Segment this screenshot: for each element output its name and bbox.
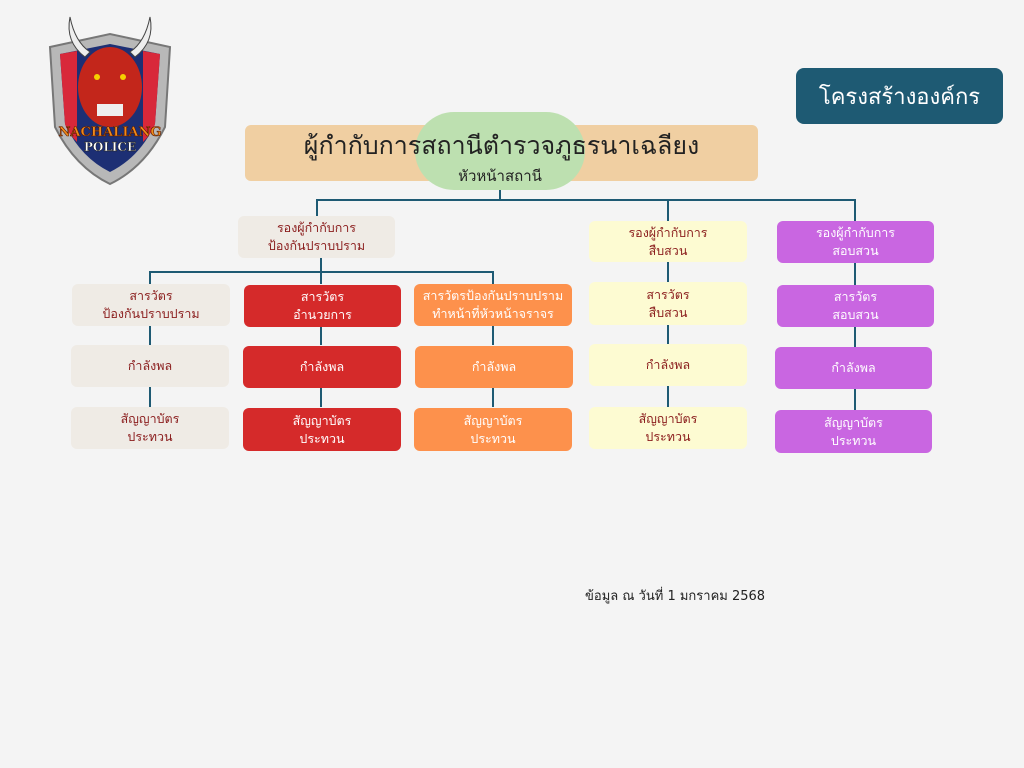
label: สอบสวน — [832, 307, 879, 322]
connector — [854, 327, 856, 347]
inspector-inquiry: สารวัตรสอบสวน — [777, 285, 934, 327]
label: สัญญาบัตร — [463, 412, 523, 428]
label: ประทวน — [645, 429, 691, 444]
connector — [492, 271, 494, 284]
deputy-suppression: รองผู้กำกับการป้องกันปราบปราม — [238, 216, 395, 258]
label: กำลังพล — [299, 359, 345, 374]
label: รองผู้กำกับการ — [276, 220, 357, 235]
label: สืบสวน — [648, 242, 688, 258]
label: ทำหน้าที่หัวหน้าจราจร — [432, 306, 554, 321]
label: กำลังพล — [127, 358, 173, 373]
label: ประทวน — [470, 430, 516, 446]
ranks-box: สัญญาบัตรประทวน — [243, 408, 401, 451]
ranks-box: สัญญาบัตรประทวน — [589, 407, 747, 449]
ranks-box: สัญญาบัตรประทวน — [775, 410, 932, 453]
label: สืบสวน — [648, 304, 688, 320]
connector — [667, 262, 669, 282]
label: สอบสวน — [832, 243, 879, 258]
manpower-box: กำลังพล — [71, 345, 229, 387]
label: ประทวน — [830, 432, 877, 448]
data-date-note: ข้อมูล ณ วันที่ 1 มกราคม 2568 — [585, 589, 766, 604]
connector — [149, 326, 151, 345]
label: สารวัตร — [129, 288, 173, 303]
label: ป้องกันปราบปราม — [102, 306, 200, 321]
svg-text:POLICE: POLICE — [84, 140, 136, 154]
connector — [316, 199, 318, 216]
label: กำลังพล — [645, 357, 691, 372]
connector — [854, 199, 856, 221]
manpower-box: กำลังพล — [243, 346, 401, 388]
connector — [316, 199, 856, 201]
inspector-investigation: สารวัตรสืบสวน — [589, 282, 747, 325]
connector — [667, 199, 669, 221]
label: รองผู้กำกับการ — [815, 225, 896, 240]
label: สารวัตรป้องกันปราบปราม — [422, 288, 564, 303]
police-logo: NACHALIANG POLICE — [45, 12, 175, 187]
label: อำนวยการ — [293, 307, 352, 322]
connector — [667, 386, 669, 407]
ranks-box: สัญญาบัตรประทวน — [71, 407, 229, 449]
label: กำลังพล — [471, 359, 517, 374]
head-title: ผู้กำกับการสถานีตำรวจภูธรนาเฉลียง — [303, 131, 700, 160]
connector — [854, 389, 856, 410]
inspector-traffic: สารวัตรป้องกันปราบปรามทำหน้าที่หัวหน้าจร… — [414, 284, 572, 326]
connector — [667, 325, 669, 345]
head-oval — [415, 112, 585, 190]
ranks-box: สัญญาบัตรประทวน — [414, 408, 572, 451]
manpower-box: กำลังพล — [775, 347, 932, 389]
label: ป้องกันปราบปราม — [267, 238, 366, 253]
label: กำลังพล — [831, 360, 876, 375]
org-structure-button[interactable]: โครงสร้างองค์กร — [796, 68, 1003, 124]
connector — [854, 263, 856, 285]
label: สารวัตร — [300, 289, 345, 304]
label: สัญญาบัตร — [120, 411, 180, 426]
label: สัญญาบัตร — [638, 411, 698, 426]
label: สัญญาบัตร — [824, 414, 883, 430]
label: ประทวน — [127, 429, 173, 444]
deputy-investigation: รองผู้กำกับการสืบสวน — [589, 221, 747, 262]
connector — [320, 387, 322, 407]
deputy-inquiry: รองผู้กำกับการสอบสวน — [777, 221, 934, 263]
label: สารวัตร — [646, 286, 690, 302]
label: รองผู้กำกับการ — [628, 224, 708, 240]
connector — [492, 387, 494, 407]
label: สารวัตร — [833, 289, 878, 304]
label: สัญญาบัตร — [292, 412, 352, 428]
connector — [149, 387, 151, 407]
manpower-box: กำลังพล — [589, 344, 747, 386]
connector — [499, 190, 501, 200]
inspector-suppression: สารวัตรป้องกันปราบปราม — [72, 284, 230, 326]
connector — [320, 326, 322, 345]
label: ประทวน — [299, 430, 345, 446]
connector — [320, 271, 322, 284]
connector — [320, 258, 322, 272]
connector — [492, 326, 494, 345]
connector — [149, 271, 151, 284]
svg-text:NACHALIANG: NACHALIANG — [59, 125, 162, 140]
inspector-administration: สารวัตรอำนวยการ — [244, 285, 401, 327]
manpower-box: กำลังพล — [415, 346, 573, 388]
head-subtitle: หัวหน้าสถานี — [458, 167, 542, 185]
